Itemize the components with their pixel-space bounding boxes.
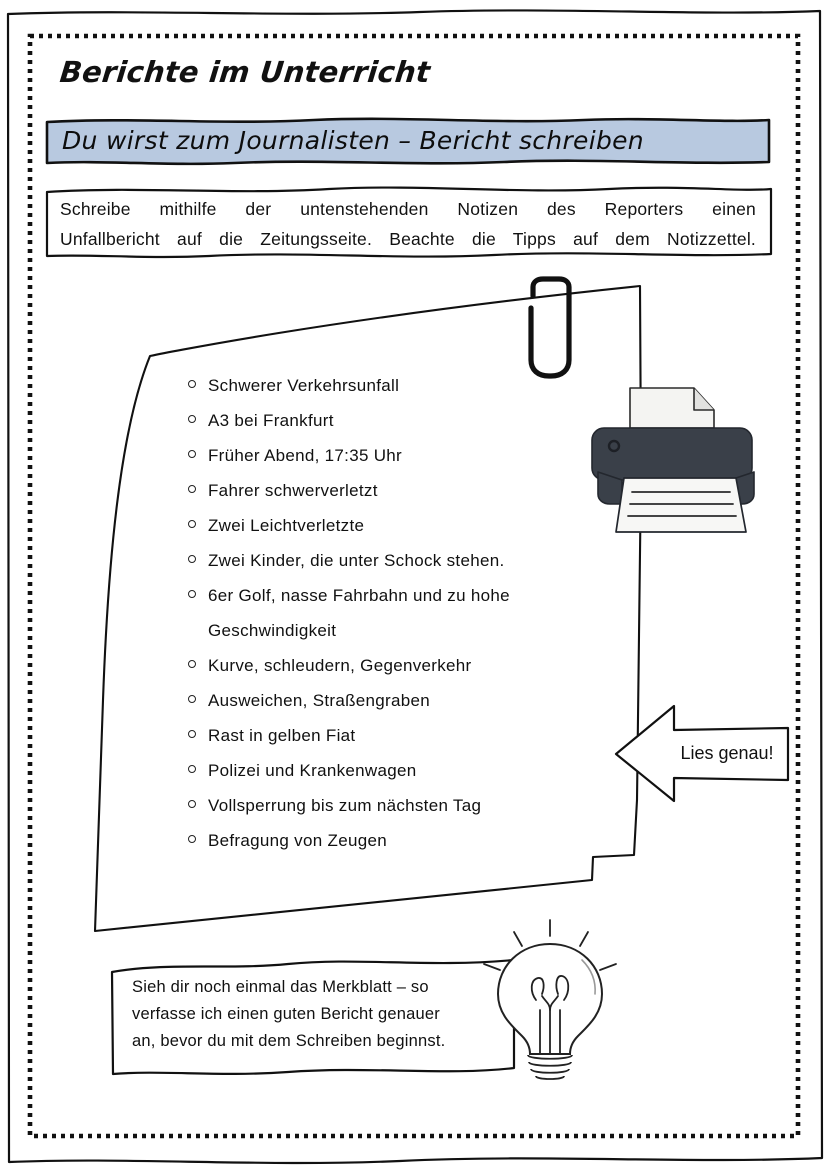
list-item-label: Befragung von Zeugen	[208, 831, 387, 850]
circle-bullet-icon	[188, 380, 196, 388]
circle-bullet-icon	[188, 765, 196, 773]
instruction-box-border	[45, 186, 773, 259]
list-item-label: Fahrer schwerverletzt	[208, 481, 378, 500]
list-item-label: Zwei Leichtverletzte	[208, 516, 365, 535]
circle-bullet-icon	[188, 730, 196, 738]
circle-bullet-icon	[188, 415, 196, 423]
lightbulb-icon	[483, 919, 617, 1080]
circle-bullet-icon	[188, 485, 196, 493]
banner: Du wirst zum Journalisten – Bericht schr…	[44, 116, 772, 166]
list-item-label: Kurve, schleudern, Gegenverkehr	[208, 656, 472, 675]
list-item-label: Rast in gelben Fiat	[208, 726, 356, 745]
list-item: Zwei Kinder, die unter Schock stehen.	[186, 543, 586, 578]
banner-background	[45, 117, 771, 166]
printer-icon	[591, 387, 755, 533]
list-item-continuation: Geschwindigkeit	[186, 613, 586, 648]
list-item: 6er Golf, nasse Fahrbahn und zu hohe	[186, 578, 586, 613]
instruction-line-2: Unfallbericht auf die Zeitungsseite. Bea…	[60, 229, 756, 249]
tip-box-border	[110, 958, 516, 1076]
circle-bullet-icon	[188, 555, 196, 563]
list-item-label: Polizei und Krankenwagen	[208, 761, 417, 780]
list-item-label: Ausweichen, Straßengraben	[208, 691, 431, 710]
note-list: Schwerer Verkehrsunfall A3 bei Frankfurt…	[186, 368, 586, 858]
list-item-label: Früher Abend, 17:35 Uhr	[208, 446, 403, 465]
list-item: Befragung von Zeugen	[186, 823, 586, 858]
tip-box: Sieh dir noch einmal das Merkblatt – so …	[108, 950, 518, 1080]
list-item: Polizei und Krankenwagen	[186, 753, 586, 788]
circle-bullet-icon	[188, 835, 196, 843]
list-item: Vollsperrung bis zum nächsten Tag	[186, 788, 586, 823]
list-item-label: Zwei Kinder, die unter Schock stehen.	[208, 551, 505, 570]
list-item-label: A3 bei Frankfurt	[208, 411, 334, 430]
list-item: Zwei Leichtverletzte	[186, 508, 586, 543]
circle-bullet-icon	[188, 590, 196, 598]
left-arrow-icon	[614, 704, 790, 803]
list-item-label: 6er Golf, nasse Fahrbahn und zu hohe	[208, 586, 510, 605]
tip-text: Sieh dir noch einmal das Merkblatt – so …	[132, 974, 498, 1055]
page-title: Berichte im Unterricht	[58, 55, 432, 89]
instruction-box: Schreibe mithilfe der untenstehenden Not…	[44, 184, 774, 260]
tip-line-3: an, bevor du mit dem Schreiben beginnst.	[132, 1032, 446, 1050]
paperclip-icon	[528, 276, 572, 379]
arrow-callout: Lies genau!	[612, 702, 792, 804]
arrow-label: Lies genau!	[680, 743, 774, 763]
list-item: A3 bei Frankfurt	[186, 403, 586, 438]
list-item: Kurve, schleudern, Gegenverkehr	[186, 648, 586, 683]
list-item: Ausweichen, Straßengraben	[186, 683, 586, 718]
list-item-label: Schwerer Verkehrsunfall	[208, 376, 400, 395]
circle-bullet-icon	[188, 450, 196, 458]
circle-bullet-icon	[188, 660, 196, 668]
tip-line-2: verfasse ich einen guten Bericht genauer	[132, 1005, 440, 1023]
instruction-text: Schreibe mithilfe der untenstehenden Not…	[60, 194, 756, 254]
instruction-line-1: Schreibe mithilfe der untenstehenden Not…	[60, 199, 756, 219]
banner-title: Du wirst zum Journalisten – Bericht schr…	[62, 126, 644, 155]
circle-bullet-icon	[188, 695, 196, 703]
list-item-label: Vollsperrung bis zum nächsten Tag	[208, 796, 482, 815]
circle-bullet-icon	[188, 520, 196, 528]
list-item-label: Geschwindigkeit	[208, 621, 337, 640]
list-item: Fahrer schwerverletzt	[186, 473, 586, 508]
list-item: Rast in gelben Fiat	[186, 718, 586, 753]
circle-bullet-icon	[188, 800, 196, 808]
list-item: Schwerer Verkehrsunfall	[186, 368, 586, 403]
list-item: Früher Abend, 17:35 Uhr	[186, 438, 586, 473]
tip-line-1: Sieh dir noch einmal das Merkblatt – so	[132, 978, 429, 996]
